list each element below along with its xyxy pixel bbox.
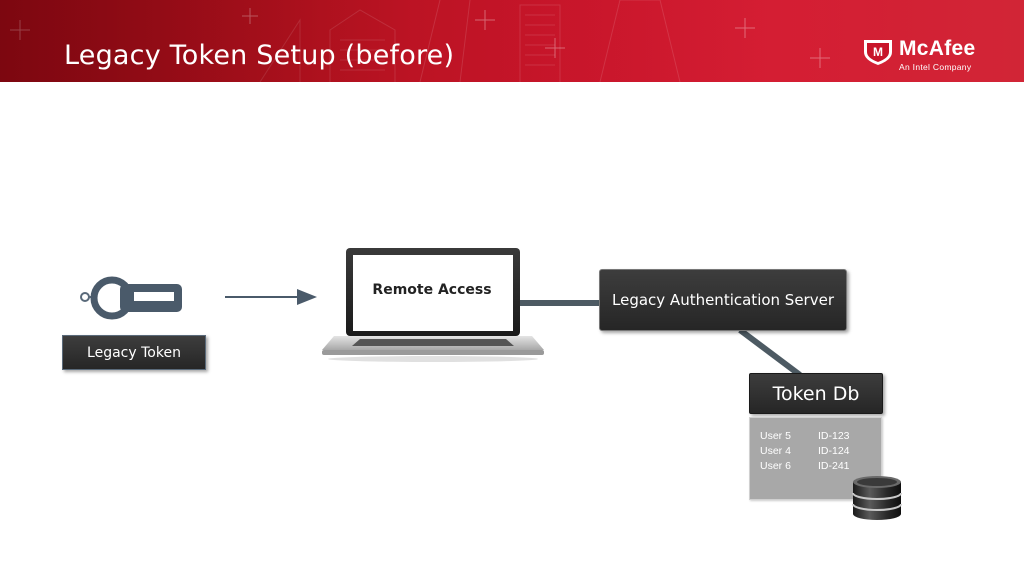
skyline-background <box>0 0 1024 82</box>
brand-logo: M McAfee An Intel Company <box>862 37 1012 78</box>
laptop-screen-text: Remote Access <box>372 282 492 298</box>
db-row-id: ID-124 <box>818 445 850 457</box>
database-cylinder-icon <box>852 476 902 520</box>
token-db-label: Token Db <box>749 373 883 414</box>
db-row-id: ID-241 <box>818 460 850 472</box>
brand-tagline: An Intel Company <box>899 62 972 72</box>
server-to-db-link <box>738 327 802 378</box>
legacy-auth-server-label: Legacy Authentication Server <box>599 269 847 331</box>
token-db-table: User 5 ID-123 User 4 ID-124 User 6 ID-24… <box>749 417 882 500</box>
token-key-fob-icon <box>80 276 182 320</box>
slide-title: Legacy Token Setup (before) <box>64 40 455 71</box>
mcafee-shield-icon: M <box>864 40 892 65</box>
db-row-id: ID-123 <box>818 430 850 442</box>
db-row-user: User 4 <box>760 445 791 457</box>
header-banner: Legacy Token Setup (before) M McAfee An … <box>0 0 1024 82</box>
brand-name: McAfee <box>899 37 976 60</box>
svg-text:M: M <box>873 45 883 59</box>
legacy-token-label: Legacy Token <box>62 335 206 370</box>
db-row-user: User 6 <box>760 460 791 472</box>
laptop-icon <box>322 248 544 362</box>
db-row-user: User 5 <box>760 430 791 442</box>
